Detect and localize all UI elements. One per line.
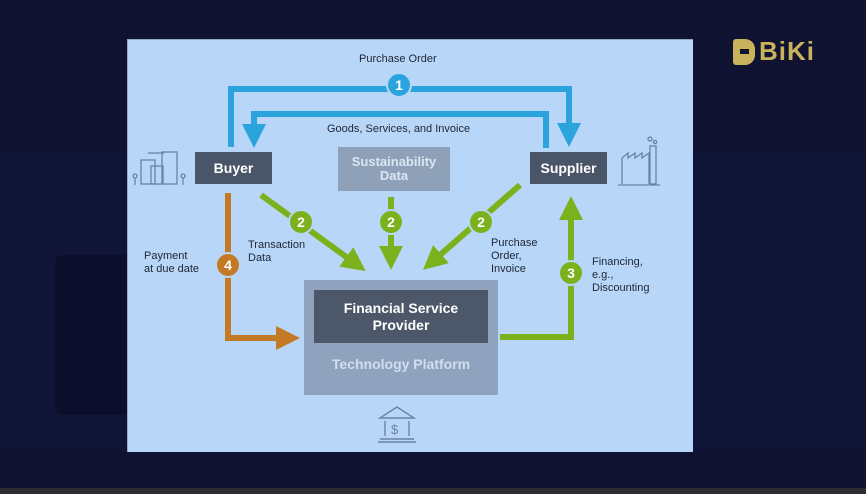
step-badge-3: 3: [558, 260, 584, 286]
label-po-invoice: Purchase Order, Invoice: [491, 237, 537, 276]
po-line-1: Purchase: [491, 237, 538, 249]
step-badge-2-supplier: 2: [468, 209, 494, 235]
label-purchase-order: Purchase Order: [359, 53, 437, 65]
sustainability-line-1: Sustainability: [351, 154, 437, 169]
label-payment: Payment at due date: [144, 250, 199, 276]
step-badge-2-sustainability: 2: [378, 209, 404, 235]
arrow-goods-services-invoice: [242, 111, 549, 148]
step-badge-4: 4: [215, 252, 241, 278]
office-buildings-icon: [132, 151, 186, 185]
transaction-line-1: Transaction: [248, 239, 306, 251]
bottom-strip: [0, 488, 866, 494]
label-transaction-data: Transaction Data: [248, 239, 305, 265]
fin-line-1: Financing,: [592, 256, 643, 268]
brand-name: BiKi: [759, 36, 815, 66]
arrow-financing: [500, 196, 583, 340]
biki-logo-icon: [733, 38, 755, 65]
buyer-node: Buyer: [195, 152, 272, 184]
po-line-2: Order,: [491, 250, 522, 262]
svg-text:$: $: [391, 422, 399, 437]
step-badge-2-buyer: 2: [288, 209, 314, 235]
technology-platform-label: Technology Platform: [331, 356, 471, 372]
step-badge-1: 1: [386, 72, 412, 98]
arrow-payment: [225, 193, 300, 350]
label-goods-services-invoice: Goods, Services, and Invoice: [327, 123, 471, 135]
supply-chain-finance-diagram: $ Purchase Order Goods, Services, and In…: [127, 39, 693, 452]
fin-line-3: Discounting: [592, 282, 650, 294]
po-line-3: Invoice: [491, 263, 526, 275]
fin-line-2: e.g.,: [592, 269, 614, 281]
fsp-line-1: Financial Service: [343, 299, 459, 316]
supplier-node: Supplier: [530, 152, 607, 184]
label-financing: Financing, e.g., Discounting: [592, 256, 649, 295]
transaction-line-2: Data: [248, 252, 272, 264]
payment-line-2: at due date: [144, 263, 200, 275]
factory-icon: [618, 136, 660, 186]
fsp-line-2: Provider: [372, 316, 430, 333]
payment-line-1: Payment: [144, 250, 188, 262]
bank-icon: $: [377, 406, 417, 443]
sustainability-line-2: Data: [379, 168, 409, 183]
brand-logo: BiKi: [733, 36, 815, 67]
